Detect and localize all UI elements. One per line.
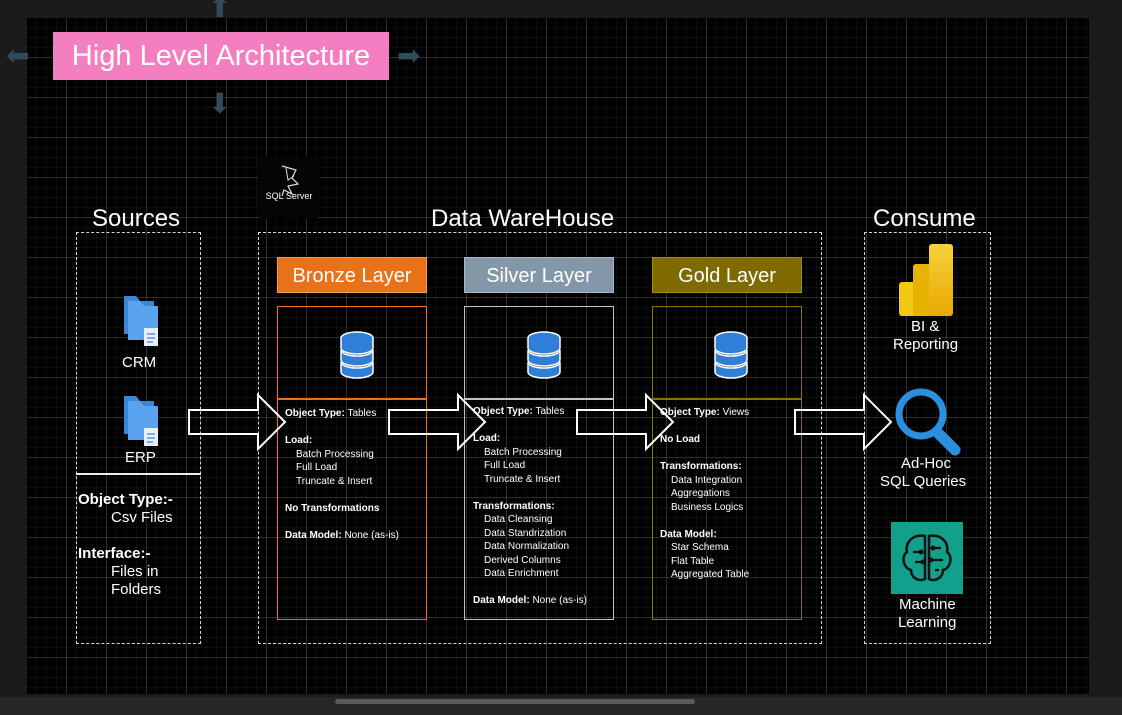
- gold-load-label: No Load: [660, 434, 700, 445]
- flow-arrow-gold-to-consume: [794, 392, 893, 452]
- gold-model-item: Aggregated Table: [671, 569, 750, 580]
- sql-server-icon: [281, 165, 300, 197]
- bronze-object-type-label: Object Type:: [285, 408, 345, 419]
- gold-divider: [652, 398, 802, 400]
- gold-layer-box[interactable]: [652, 306, 802, 620]
- sources-heading: Sources: [92, 205, 181, 232]
- silver-database-icon: [527, 331, 561, 379]
- silver-model-value: None (as-is): [532, 595, 587, 606]
- silver-object-type-value: Tables: [535, 406, 565, 417]
- gold-transform-label: Transformations:: [660, 461, 742, 472]
- gold-model-label: Data Model:: [660, 528, 717, 540]
- sources-container: [76, 232, 201, 644]
- gold-object-type-value: Views: [722, 407, 750, 418]
- silver-transform-label: Transformations:: [473, 500, 555, 512]
- gold-transform-item: Data Integration: [671, 474, 743, 486]
- gold-database-icon: [714, 331, 748, 379]
- silver-load-item: Full Load: [484, 460, 526, 471]
- silver-layer-box[interactable]: [464, 306, 614, 620]
- flow-arrow-silver-to-gold: [576, 392, 675, 452]
- flow-arrow-sources-to-bronze: [188, 392, 287, 452]
- silver-load-item: Batch Processing: [484, 446, 562, 458]
- erp-folder-icon: [124, 396, 158, 446]
- source-object-type-label: Object Type:-: [78, 491, 173, 508]
- erp-label: ERP: [125, 449, 156, 466]
- move-right-handle-icon[interactable]: ➡: [397, 40, 421, 71]
- search-magnifier-icon: [895, 388, 961, 456]
- warehouse-heading: Data WareHouse: [431, 205, 615, 232]
- bronze-model-label: Data Model:: [285, 529, 342, 541]
- bronze-load-item: Truncate & Insert: [296, 475, 373, 487]
- gold-object-type-label: Object Type:: [660, 407, 720, 418]
- silver-object-type-label: Object Type:: [473, 406, 533, 417]
- scrollbar-thumb[interactable]: [335, 699, 695, 704]
- move-left-handle-icon[interactable]: ⬅: [6, 40, 30, 71]
- ml-label-line1: Machine: [899, 596, 956, 613]
- silver-transform-item: Derived Columns: [484, 554, 561, 566]
- bronze-load-item: Batch Processing: [296, 448, 374, 460]
- bronze-details: Object Type: Tables Load: Batch Processi…: [285, 407, 399, 542]
- source-interface-value-line2: Folders: [111, 581, 162, 598]
- bronze-layer-title[interactable]: Bronze Layer: [277, 257, 427, 293]
- sql-server-logo-text: SQL Server: [265, 191, 313, 201]
- silver-layer-title[interactable]: Silver Layer: [464, 257, 614, 293]
- adhoc-label-line2: SQL Queries: [880, 473, 967, 490]
- sql-server-logo: SQL Server: [258, 156, 320, 218]
- silver-transform-item: Data Normalization: [484, 541, 570, 552]
- silver-model-label: Data Model:: [473, 595, 530, 606]
- gold-transform-item: Aggregations: [671, 488, 730, 499]
- bronze-transform-label: No Transformations: [285, 502, 380, 514]
- silver-details: Object Type: Tables Load: Batch Processi…: [473, 405, 587, 608]
- bronze-layer-box[interactable]: [277, 306, 427, 620]
- bronze-database-icon: [340, 331, 374, 379]
- bronze-load-item: Full Load: [296, 462, 338, 473]
- gold-transform-item: Business Logics: [671, 501, 744, 513]
- bronze-object-type-value: Tables: [347, 408, 377, 419]
- source-object-type-value: Csv Files: [111, 509, 173, 526]
- move-up-handle-icon[interactable]: ⬆: [208, 0, 232, 23]
- consume-heading: Consume: [873, 205, 976, 232]
- crm-folder-icon: [124, 296, 158, 346]
- machine-learning-brain-icon: [891, 522, 963, 594]
- bi-label-line1: BI &: [911, 318, 940, 335]
- diagram-title[interactable]: High Level Architecture: [53, 32, 389, 80]
- gold-model-item: Flat Table: [671, 555, 715, 567]
- bi-label-line2: Reporting: [893, 336, 959, 353]
- horizontal-scrollbar[interactable]: [0, 697, 1122, 715]
- ml-label-line2: Learning: [898, 614, 957, 631]
- move-down-handle-icon[interactable]: ⬇: [208, 88, 232, 119]
- gold-layer-title[interactable]: Gold Layer: [652, 257, 802, 293]
- silver-load-label: Load:: [473, 433, 501, 444]
- sources-divider: [76, 473, 201, 475]
- adhoc-label-line1: Ad-Hoc: [901, 455, 952, 472]
- bronze-load-label: Load:: [285, 435, 313, 446]
- source-interface-label: Interface:-: [78, 545, 151, 562]
- bronze-divider: [277, 398, 427, 400]
- silver-transform-item: Data Enrichment: [484, 568, 559, 579]
- source-interface-value-line1: Files in: [111, 563, 159, 580]
- silver-transform-item: Data Cleansing: [484, 514, 553, 525]
- silver-divider: [464, 398, 614, 400]
- bronze-model-value: None (as-is): [344, 529, 399, 541]
- silver-load-item: Truncate & Insert: [484, 473, 561, 485]
- flow-arrow-bronze-to-silver: [388, 392, 487, 452]
- power-bi-icon: [899, 244, 953, 316]
- gold-model-item: Star Schema: [671, 542, 729, 553]
- gold-details: Object Type: Views No Load Transformatio…: [660, 406, 749, 582]
- crm-label: CRM: [122, 354, 157, 371]
- silver-transform-item: Data Standrization: [484, 527, 567, 539]
